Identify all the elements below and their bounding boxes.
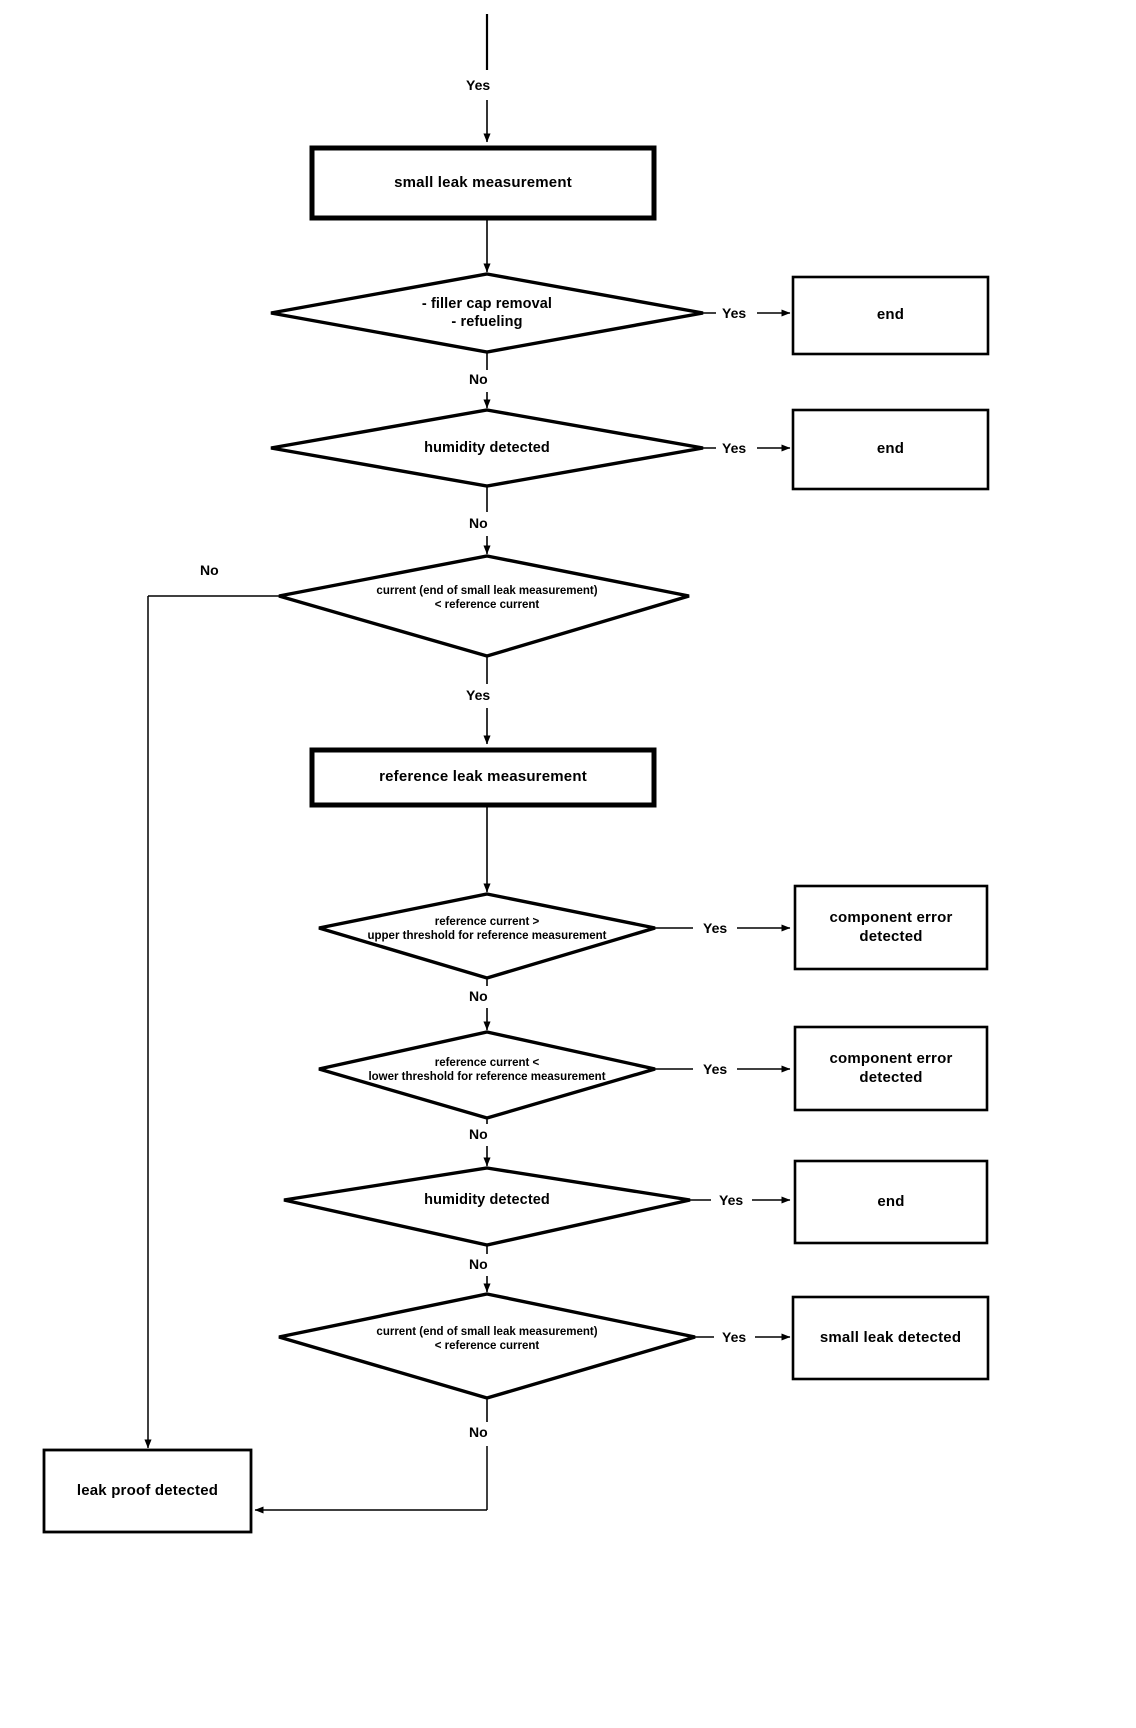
node-current-vs-reference-1 — [278, 554, 690, 658]
node-humidity-detected-2 — [283, 1166, 691, 1247]
node-current-vs-reference-2 — [278, 1292, 696, 1400]
node-end-3 — [793, 1159, 989, 1245]
node-end-2 — [791, 408, 990, 491]
node-small-leak-detected — [791, 1295, 990, 1381]
node-leak-proof-detected — [42, 1448, 253, 1534]
node-reference-leak-measurement — [309, 747, 657, 808]
node-small-leak-measurement — [309, 145, 657, 221]
node-reference-above-upper — [318, 892, 656, 980]
node-end-1 — [791, 275, 990, 356]
node-reference-below-lower — [318, 1030, 656, 1120]
node-filler-cap-refueling — [270, 272, 704, 354]
edge-current2-no — [254, 1398, 488, 1514]
node-component-error-1 — [793, 884, 989, 971]
node-humidity-detected-1 — [270, 408, 704, 488]
edge-current1-no — [144, 595, 279, 1449]
node-component-error-2 — [793, 1025, 989, 1112]
